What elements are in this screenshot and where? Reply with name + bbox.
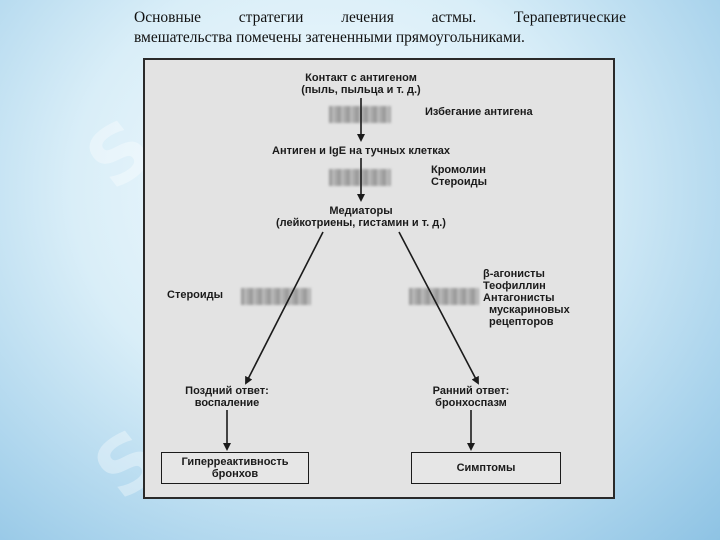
node-antigen-ige: Антиген и IgE на тучных клетках <box>272 145 450 157</box>
node-mediators-line1: Медиаторы <box>329 205 393 217</box>
asthma-treatment-diagram: Контакт с антигеном (пыль, пыльца и т. д… <box>143 58 615 499</box>
label-beta-agonists: β-агонисты <box>483 268 545 280</box>
intervention-shade-avoidance <box>329 106 391 123</box>
node-late-response-line2: воспаление <box>194 397 260 409</box>
node-late-response-line1: Поздний ответ: <box>185 385 269 397</box>
intervention-shade-bronchodilators <box>409 288 479 305</box>
arrow-mediators-to-early <box>398 231 479 385</box>
node-mediators-line2: (лейкотриены, гистамин и т. д.) <box>276 217 446 229</box>
node-mediators: Медиаторы (лейкотриены, гистамин и т. д.… <box>231 205 491 229</box>
node-antigen-contact-line1: Контакт с антигеном <box>305 72 417 84</box>
slide-caption: Основные стратегии лечения астмы. Терапе… <box>134 8 626 48</box>
caption-line-2: вмешательства помечены затененными прямо… <box>134 29 525 46</box>
node-early-response-line1: Ранний ответ: <box>432 385 510 397</box>
box-hyperreactivity-line2: бронхов <box>211 468 259 480</box>
box-symptoms: Симптомы <box>411 452 561 484</box>
label-muscarinic: мускариновых <box>489 304 570 316</box>
label-cromolyn: Кромолин <box>431 164 486 176</box>
label-steroids-upper: Стероиды <box>431 176 488 188</box>
node-late-response: Поздний ответ: воспаление <box>167 385 287 409</box>
label-bronchodilators: β-агонисты Теофиллин Антагонисты мускари… <box>483 268 570 328</box>
label-theophylline: Теофиллин <box>483 280 546 292</box>
intervention-shade-cromolyn <box>329 169 391 186</box>
node-antigen-contact: Контакт с антигеном (пыль, пыльца и т. д… <box>281 72 441 96</box>
box-bronchial-hyperreactivity: Гиперреактивность бронхов <box>161 452 309 484</box>
caption-line-1: Основные стратегии лечения астмы. Терапе… <box>134 9 626 26</box>
label-receptors: рецепторов <box>489 316 554 328</box>
label-steroids-left: Стероиды <box>167 289 224 301</box>
label-avoid-antigen: Избегание антигена <box>425 106 533 118</box>
arrow-mediators-to-late <box>245 231 324 385</box>
node-early-response: Ранний ответ: бронхоспазм <box>411 385 531 409</box>
node-antigen-contact-line2: (пыль, пыльца и т. д.) <box>301 84 421 96</box>
node-early-response-line2: бронхоспазм <box>435 397 507 409</box>
box-hyperreactivity-line1: Гиперреактивность <box>181 456 289 468</box>
label-antagonists: Антагонисты <box>483 292 555 304</box>
flow-arrows <box>223 98 479 451</box>
intervention-shade-steroids <box>241 288 311 305</box>
label-cromolyn-steroids: Кромолин Стероиды <box>431 164 487 188</box>
